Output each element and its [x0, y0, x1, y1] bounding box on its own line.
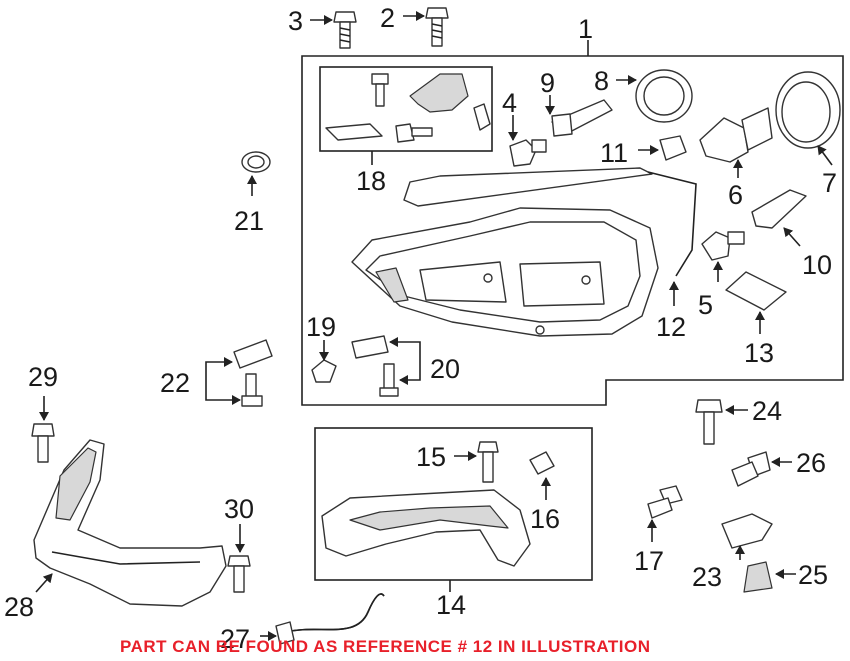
cap-part-7 [775, 71, 841, 149]
callout-22: 22 [160, 368, 190, 398]
callout-9: 9 [540, 68, 555, 98]
callout-7: 7 [822, 168, 837, 198]
nut-part-16 [529, 451, 555, 475]
leader-20b [399, 368, 421, 385]
leader-7 [817, 145, 833, 166]
callout-25: 25 [798, 560, 828, 590]
callout-3: 3 [288, 6, 303, 36]
callout-17: 17 [634, 546, 664, 576]
callout-6: 6 [728, 180, 743, 210]
callout-23: 23 [692, 562, 722, 592]
bolt-part-3 [333, 11, 357, 49]
callout-14: 14 [436, 590, 466, 620]
clip-part-11 [659, 135, 687, 161]
leader-10 [783, 227, 801, 247]
callout-15: 15 [416, 442, 446, 472]
grommet-part-21 [241, 151, 271, 173]
label-part-13 [725, 271, 787, 311]
callout-21: 21 [234, 206, 264, 236]
bolt-part-24 [695, 399, 723, 445]
assembly-outline [301, 55, 844, 406]
callout-8: 8 [594, 66, 609, 96]
bracket-part-14 [321, 489, 531, 567]
callout-labels: 1 2 3 4 5 6 7 8 9 10 11 12 13 14 15 16 1… [4, 3, 837, 654]
callout-11: 11 [600, 138, 628, 168]
callout-13: 13 [744, 338, 774, 368]
bracket-part-28 [33, 439, 227, 607]
bulb-holder-part-10 [751, 189, 807, 229]
subassembly-box-18 [319, 66, 493, 152]
bolt-part-2 [425, 7, 449, 47]
callout-24: 24 [752, 396, 782, 426]
bulb-part-5 [701, 231, 745, 261]
callout-18: 18 [356, 166, 386, 196]
callout-26: 26 [796, 448, 826, 478]
callout-30: 30 [224, 494, 254, 524]
callout-29: 29 [28, 362, 58, 392]
adjuster-part-22 [233, 339, 273, 407]
callout-20: 20 [430, 354, 460, 384]
leader-20a [389, 337, 421, 368]
bolt-part-26 [731, 451, 771, 487]
leader-22b [205, 382, 241, 405]
bulb-part-6 [699, 107, 773, 163]
callout-12: 12 [656, 312, 686, 342]
hose-part-27 [275, 593, 385, 645]
adjuster-part-19 [311, 359, 337, 383]
bulb-part-4 [509, 139, 547, 167]
bolt-part-29 [31, 423, 55, 463]
bolt-part-30 [227, 555, 251, 593]
adjuster-part-20 [351, 335, 399, 397]
callout-4: 4 [502, 88, 517, 118]
leader-28 [35, 573, 53, 593]
grommet-part-25 [743, 561, 773, 593]
bolt-part-15 [477, 441, 499, 483]
cap-part-8 [635, 69, 693, 123]
headlamp-housing [351, 167, 697, 337]
bolt-part-17 [647, 485, 683, 519]
reference-note: PART CAN BE FOUND AS REFERENCE # 12 IN I… [120, 637, 651, 656]
callout-10: 10 [802, 250, 832, 280]
callout-16: 16 [530, 504, 560, 534]
leader-22a [205, 357, 233, 382]
callout-28: 28 [4, 592, 34, 622]
subassembly-box-14 [314, 427, 593, 581]
callout-1: 1 [578, 14, 593, 44]
clip-parts-18 [325, 73, 491, 143]
callout-27: 27 [220, 624, 250, 654]
callout-2: 2 [380, 3, 395, 33]
bracket-part-23 [721, 513, 773, 549]
bulb-holder-part-9 [551, 99, 613, 137]
callout-19: 19 [306, 312, 336, 342]
callout-5: 5 [698, 290, 713, 320]
